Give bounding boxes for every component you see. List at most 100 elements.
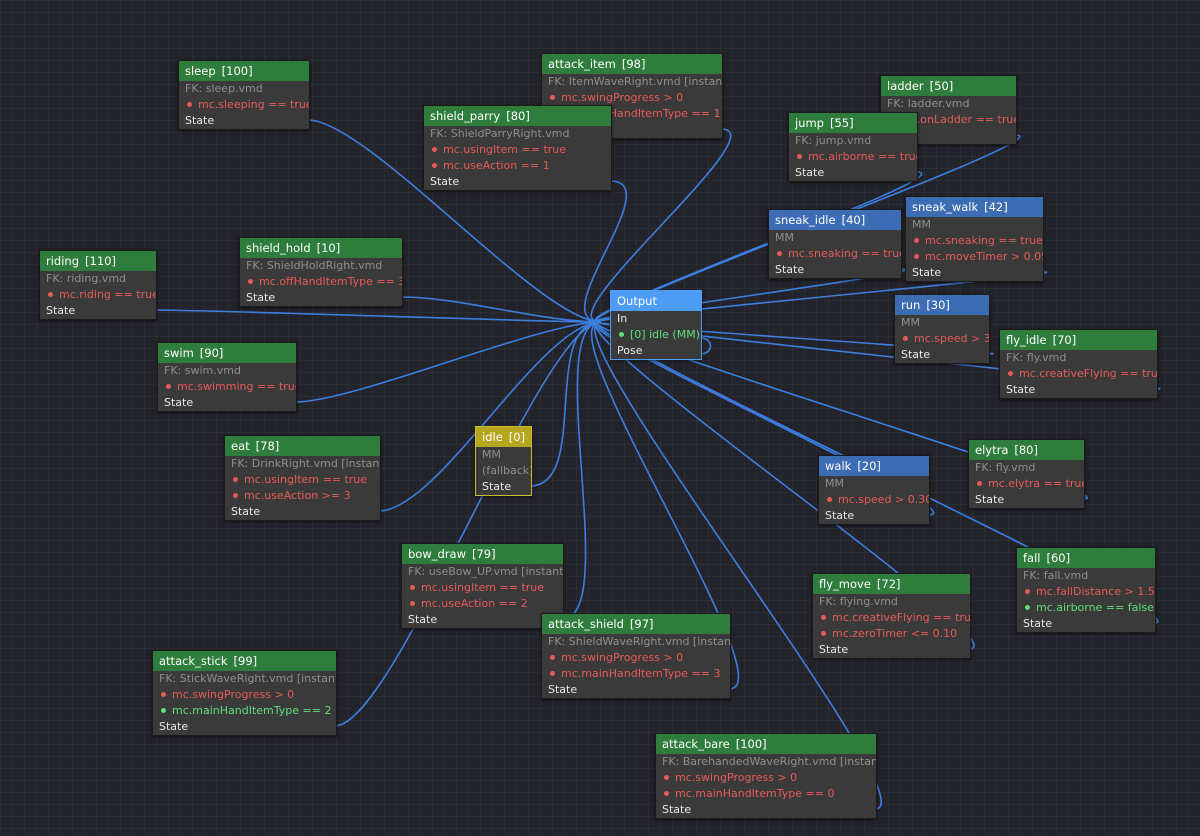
node-condition: mc.usingItem == true: [424, 142, 611, 158]
node-title[interactable]: attack_shield[97]: [542, 614, 730, 634]
node-title[interactable]: sneak_idle[40]: [769, 210, 901, 230]
node-state-port[interactable]: State: [164, 396, 194, 409]
node-state-port[interactable]: State: [975, 493, 1005, 506]
output-pose-port[interactable]: Pose: [617, 344, 643, 357]
node-condition: mc.speed > 0.30: [819, 492, 929, 508]
node-title[interactable]: bow_draw[79]: [402, 544, 563, 564]
condition-dot-icon: [664, 791, 669, 796]
node-title[interactable]: sneak_walk[42]: [906, 197, 1043, 217]
condition-dot-icon: [410, 585, 415, 590]
condition-dot-icon: [1008, 371, 1013, 376]
node-state-port[interactable]: State: [825, 509, 855, 522]
state-node-shield-parry[interactable]: shield_parry[80]FK: ShieldParryRight.vmd…: [423, 105, 612, 191]
node-title[interactable]: shield_parry[80]: [424, 106, 611, 126]
node-title[interactable]: run[30]: [895, 295, 989, 315]
state-node-bow-draw[interactable]: bow_draw[79]FK: useBow_UP.vmd [instant]m…: [401, 543, 564, 629]
node-title[interactable]: idle[0]: [476, 427, 531, 447]
condition-dot-icon: [777, 251, 782, 256]
node-source: FK: ShieldParryRight.vmd: [430, 127, 570, 140]
output-node[interactable]: Output In [0] idle (MM) Pose: [610, 290, 702, 360]
node-state-port[interactable]: State: [795, 166, 825, 179]
node-title[interactable]: fly_idle[70]: [1000, 330, 1157, 350]
node-state-port[interactable]: State: [775, 263, 805, 276]
node-title[interactable]: shield_hold[10]: [240, 238, 402, 258]
output-slot-idle[interactable]: [0] idle (MM): [611, 327, 701, 343]
condition-text: mc.creativeFlying == true: [1019, 367, 1157, 380]
node-state-port[interactable]: State: [1006, 383, 1036, 396]
condition-dot-icon: [664, 775, 669, 780]
node-title[interactable]: eat[78]: [225, 436, 380, 456]
state-node-eat[interactable]: eat[78]FK: DrinkRight.vmd [instant]mc.us…: [224, 435, 381, 521]
node-state-port[interactable]: State: [912, 266, 942, 279]
node-title[interactable]: riding[110]: [40, 251, 156, 271]
node-title[interactable]: swim[90]: [158, 343, 296, 363]
node-title[interactable]: attack_stick[99]: [153, 651, 336, 671]
node-name: elytra: [975, 443, 1009, 457]
node-state-port[interactable]: State: [662, 803, 692, 816]
node-priority: [110]: [85, 254, 116, 268]
state-node-idle[interactable]: idle[0]MM(fallback)State: [475, 426, 532, 496]
node-priority: [42]: [984, 200, 1008, 214]
node-state-port[interactable]: State: [46, 304, 76, 317]
node-state-port[interactable]: State: [159, 720, 189, 733]
condition-dot-icon: [166, 384, 171, 389]
condition-text: mc.swingProgress > 0: [172, 688, 295, 701]
wire-bow-draw: [561, 321, 602, 620]
node-state-port[interactable]: State: [408, 613, 438, 626]
node-name: fly_idle: [1006, 333, 1047, 347]
node-name: jump: [795, 116, 824, 130]
node-state-port[interactable]: State: [430, 175, 460, 188]
condition-text: mc.swimming == true: [177, 380, 296, 393]
condition-dot-icon: [977, 481, 982, 486]
node-priority: [97]: [629, 617, 654, 631]
node-title[interactable]: fly_move[72]: [813, 574, 970, 594]
node-source: FK: fly.vmd: [975, 461, 1036, 474]
node-state-port[interactable]: State: [482, 480, 512, 493]
node-state-port[interactable]: State: [548, 683, 578, 696]
condition-text: mc.usingItem == true: [244, 473, 368, 486]
node-title[interactable]: elytra[80]: [969, 440, 1084, 460]
node-state-port[interactable]: State: [231, 505, 261, 518]
output-in-port[interactable]: In: [617, 312, 628, 325]
node-title[interactable]: walk[20]: [819, 456, 929, 476]
condition-dot-icon: [914, 238, 919, 243]
node-title[interactable]: attack_item[98]: [542, 54, 722, 74]
node-name: ladder: [887, 79, 924, 93]
node-title[interactable]: attack_bare[100]: [656, 734, 876, 754]
node-title[interactable]: ladder[50]: [881, 76, 1016, 96]
node-state-port[interactable]: State: [819, 643, 849, 656]
node-condition: mc.useAction == 2: [402, 596, 563, 612]
condition-text: mc.mainHandItemType == 0: [675, 787, 835, 800]
node-state-port[interactable]: State: [246, 291, 276, 304]
node-source-note: (fallback): [482, 464, 531, 477]
node-title[interactable]: fall[60]: [1017, 548, 1155, 568]
state-node-attack-bare[interactable]: attack_bare[100]FK: BarehandedWaveRight.…: [655, 733, 877, 819]
node-source: FK: ShieldWaveRight.vmd [instant]: [548, 635, 730, 648]
state-node-attack-shield[interactable]: attack_shield[97]FK: ShieldWaveRight.vmd…: [541, 613, 731, 699]
node-state-port[interactable]: State: [1023, 617, 1053, 630]
node-title[interactable]: jump[55]: [789, 113, 917, 133]
node-state-port[interactable]: State: [901, 348, 931, 361]
node-title[interactable]: sleep[100]: [179, 61, 309, 81]
condition-text: mc.onLadder == true: [900, 113, 1016, 126]
state-node-attack-stick[interactable]: attack_stick[99]FK: StickWaveRight.vmd […: [152, 650, 337, 736]
node-source: FK: jump.vmd: [795, 134, 872, 147]
condition-dot-icon: [233, 477, 238, 482]
node-name: shield_hold: [246, 241, 311, 255]
node-state-port[interactable]: State: [185, 114, 215, 127]
